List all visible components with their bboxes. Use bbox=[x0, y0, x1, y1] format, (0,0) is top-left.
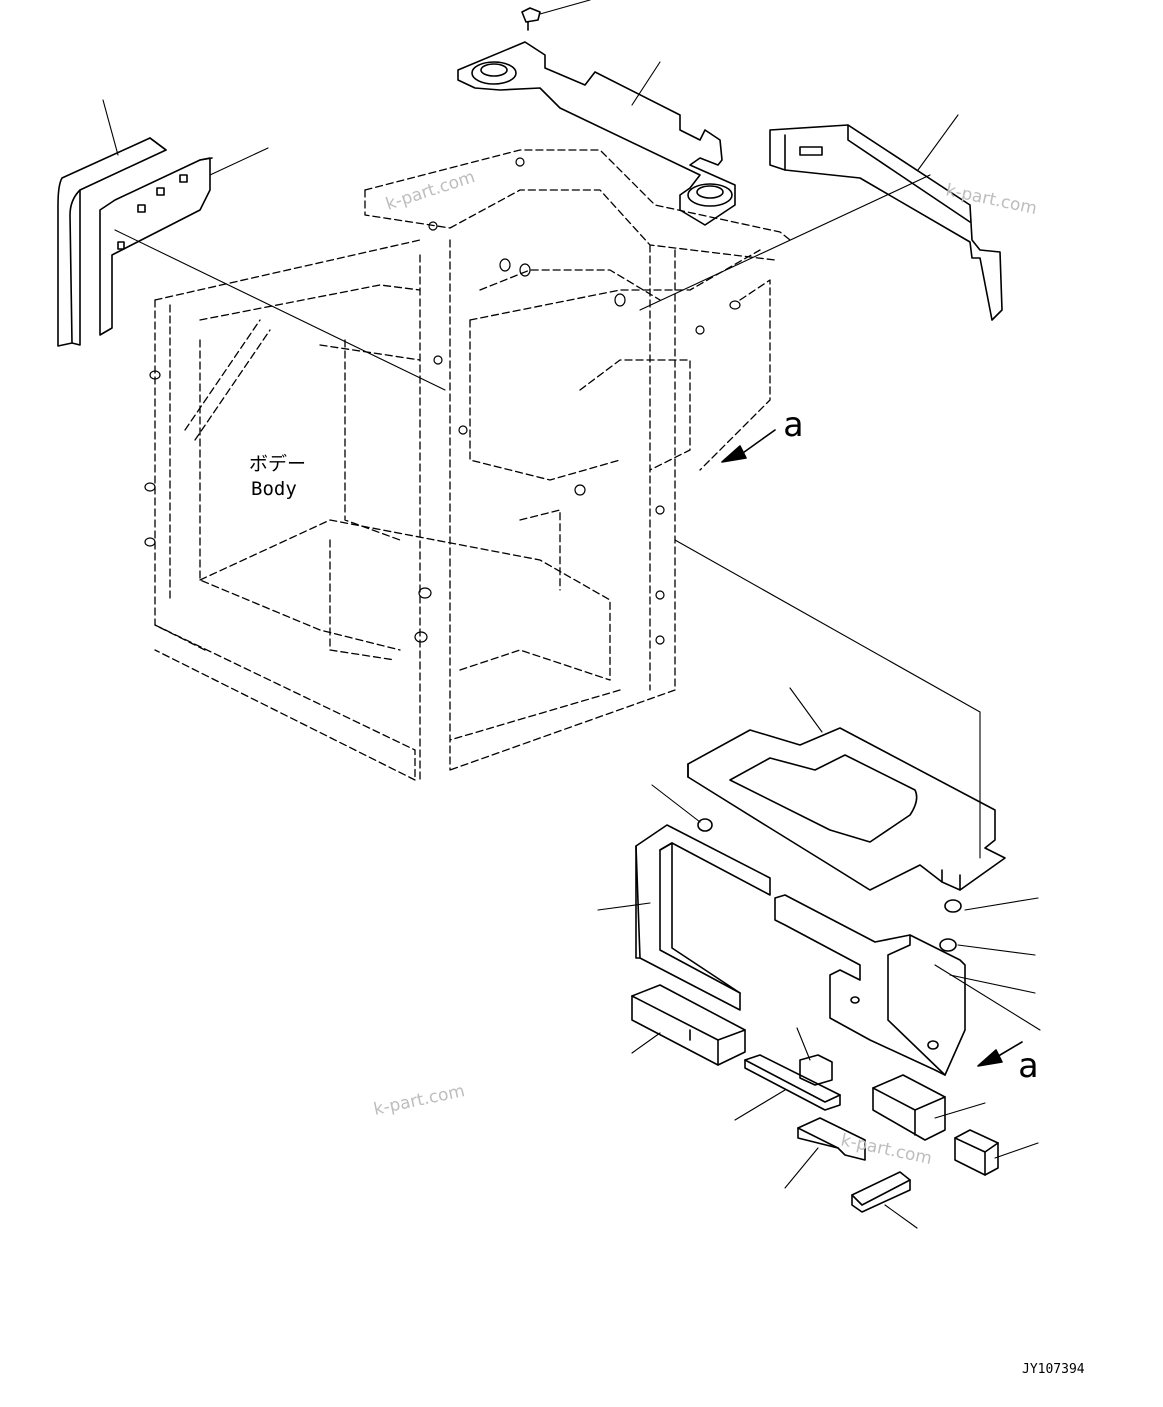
floor-plate bbox=[687, 727, 1006, 891]
body-label-jp: ボデー bbox=[249, 453, 306, 475]
cab-bolts bbox=[144, 157, 741, 645]
top-right-bracket bbox=[769, 124, 1003, 321]
view-arrow-a-top bbox=[721, 429, 776, 463]
leader-lines bbox=[102, 0, 1041, 1229]
drawing-id: JY107394 bbox=[1022, 1362, 1085, 1377]
foam-block-small bbox=[797, 1117, 866, 1161]
view-label-a-top: a bbox=[783, 405, 803, 445]
foam-block-c bbox=[872, 1074, 946, 1141]
right-l-bracket bbox=[774, 894, 966, 1076]
trim-left-bracket bbox=[99, 157, 213, 336]
foam-block-cube bbox=[954, 1129, 999, 1176]
view-label-a-bottom: a bbox=[1018, 1046, 1038, 1086]
view-arrow-a-bottom bbox=[977, 1041, 1023, 1067]
trim-left-rubber bbox=[57, 137, 167, 347]
foam-block-large bbox=[631, 984, 746, 1066]
top-plate-bracket bbox=[457, 41, 736, 226]
cab-body-frame bbox=[154, 149, 791, 781]
watermark: k-part.com bbox=[372, 1081, 467, 1120]
body-label-en: Body bbox=[251, 478, 297, 500]
foam-strip-long bbox=[744, 1054, 841, 1111]
foam-bar bbox=[851, 1171, 911, 1213]
c-frame-bracket bbox=[635, 824, 771, 1011]
top-bolt bbox=[521, 7, 541, 31]
grommets bbox=[697, 818, 962, 952]
watermark: k-part.com bbox=[383, 167, 477, 215]
